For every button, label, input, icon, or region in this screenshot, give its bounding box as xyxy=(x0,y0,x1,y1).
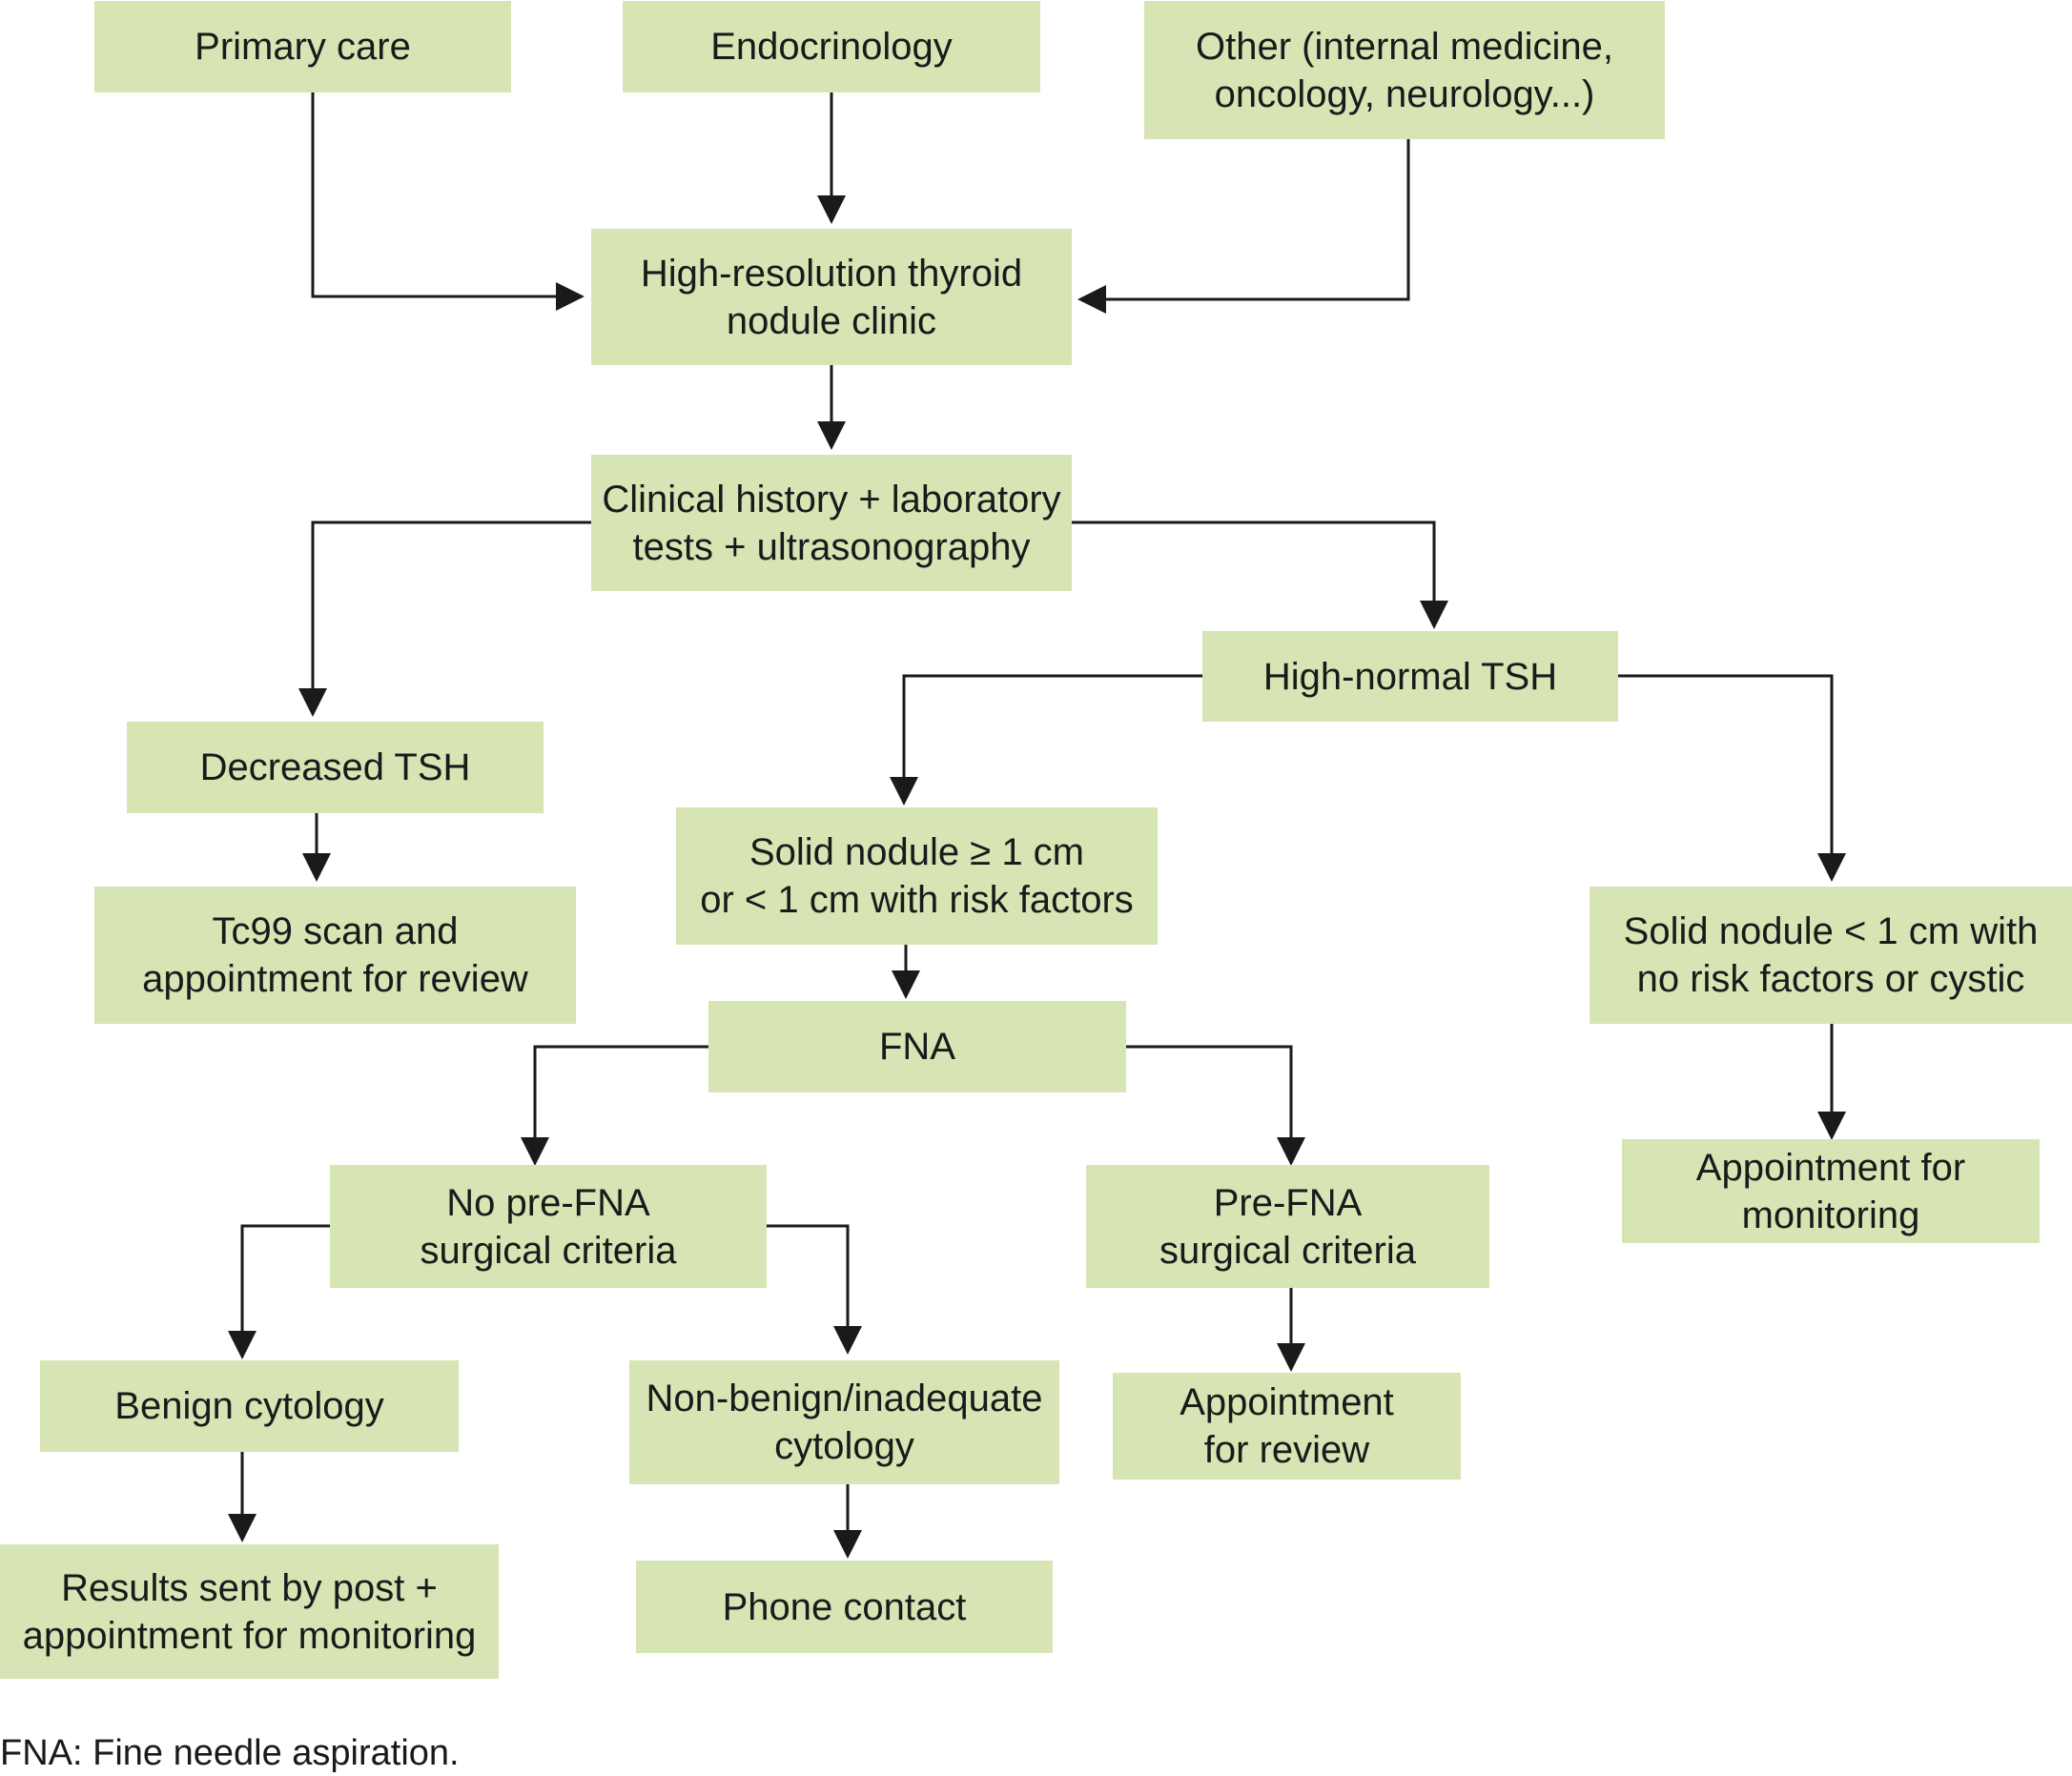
arrow-history-to-high-normal-tsh xyxy=(1072,521,1448,629)
node-benign-cytology-label: Benign cytology xyxy=(114,1385,384,1427)
node-tc99-scan: Tc99 scan and appointment for review xyxy=(94,887,576,1024)
node-solid-nodule-ge1cm: Solid nodule ≥ 1 cm or < 1 cm with risk … xyxy=(676,807,1158,945)
arrow-primary-to-clinic xyxy=(311,92,585,311)
node-prefna-criteria: Pre-FNA surgical criteria xyxy=(1086,1165,1489,1288)
arrow-fna-to-prefna xyxy=(1126,1045,1305,1166)
node-no-prefna-criteria: No pre-FNA surgical criteria xyxy=(330,1165,767,1288)
node-thyroid-nodule-clinic: High-resolution thyroid nodule clinic xyxy=(591,229,1072,365)
arrow-history-to-decreased-tsh xyxy=(298,521,591,717)
node-fna-label: FNA xyxy=(879,1026,955,1068)
node-endocrinology-label: Endocrinology xyxy=(710,26,953,68)
footnote: FNA: Fine needle aspiration. xyxy=(0,1733,460,1773)
arrow-no-prefna-to-non-benign xyxy=(767,1224,862,1355)
arrow-high-normal-to-solid-ge1 xyxy=(890,674,1202,806)
arrow-fna-to-no-prefna xyxy=(521,1045,708,1166)
node-high-normal-tsh: High-normal TSH xyxy=(1202,631,1618,722)
arrow-other-to-clinic xyxy=(1077,139,1410,314)
node-other-specialties-label: Other (internal medicine, oncology, neur… xyxy=(1196,25,1613,115)
node-thyroid-nodule-clinic-label: High-resolution thyroid nodule clinic xyxy=(640,252,1023,342)
node-other-specialties: Other (internal medicine, oncology, neur… xyxy=(1144,1,1665,139)
node-appointment-monitoring: Appointment for monitoring xyxy=(1622,1139,2040,1243)
node-appointment-review: Appointment for review xyxy=(1113,1373,1461,1480)
node-high-normal-tsh-label: High-normal TSH xyxy=(1262,655,1558,698)
node-phone-contact-label: Phone contact xyxy=(722,1585,967,1628)
arrow-no-prefna-to-benign xyxy=(228,1224,330,1359)
node-decreased-tsh-label: Decreased TSH xyxy=(199,746,471,788)
node-benign-cytology: Benign cytology xyxy=(40,1360,459,1452)
node-clinical-history-label: Clinical history + laboratory tests + ul… xyxy=(602,478,1061,568)
node-non-benign-cytology: Non-benign/inadequate cytology xyxy=(629,1360,1059,1484)
node-decreased-tsh: Decreased TSH xyxy=(127,722,544,813)
node-prefna-criteria-label: Pre-FNA surgical criteria xyxy=(1159,1181,1416,1272)
node-appointment-monitoring-label: Appointment for monitoring xyxy=(1695,1146,1966,1236)
node-endocrinology: Endocrinology xyxy=(623,1,1040,92)
node-tc99-scan-label: Tc99 scan and appointment for review xyxy=(142,910,528,1000)
node-results-by-post-label: Results sent by post + appointment for m… xyxy=(22,1566,477,1657)
node-phone-contact: Phone contact xyxy=(636,1561,1053,1653)
node-non-benign-cytology-label: Non-benign/inadequate cytology xyxy=(646,1378,1043,1467)
node-primary-care-label: Primary care xyxy=(195,26,411,68)
node-appointment-review-label: Appointment for review xyxy=(1180,1381,1394,1471)
node-solid-nodule-ge1cm-label: Solid nodule ≥ 1 cm or < 1 cm with risk … xyxy=(700,831,1134,921)
node-results-by-post: Results sent by post + appointment for m… xyxy=(0,1544,499,1679)
node-fna: FNA xyxy=(708,1001,1126,1092)
node-clinical-history: Clinical history + laboratory tests + ul… xyxy=(591,455,1072,591)
arrow-high-normal-to-solid-lt1 xyxy=(1618,674,1846,882)
node-primary-care: Primary care xyxy=(94,1,511,92)
node-solid-nodule-lt1cm-label: Solid nodule < 1 cm with no risk factors… xyxy=(1623,910,2039,1000)
node-no-prefna-criteria-label: No pre-FNA surgical criteria xyxy=(420,1181,677,1272)
node-solid-nodule-lt1cm: Solid nodule < 1 cm with no risk factors… xyxy=(1590,887,2072,1024)
